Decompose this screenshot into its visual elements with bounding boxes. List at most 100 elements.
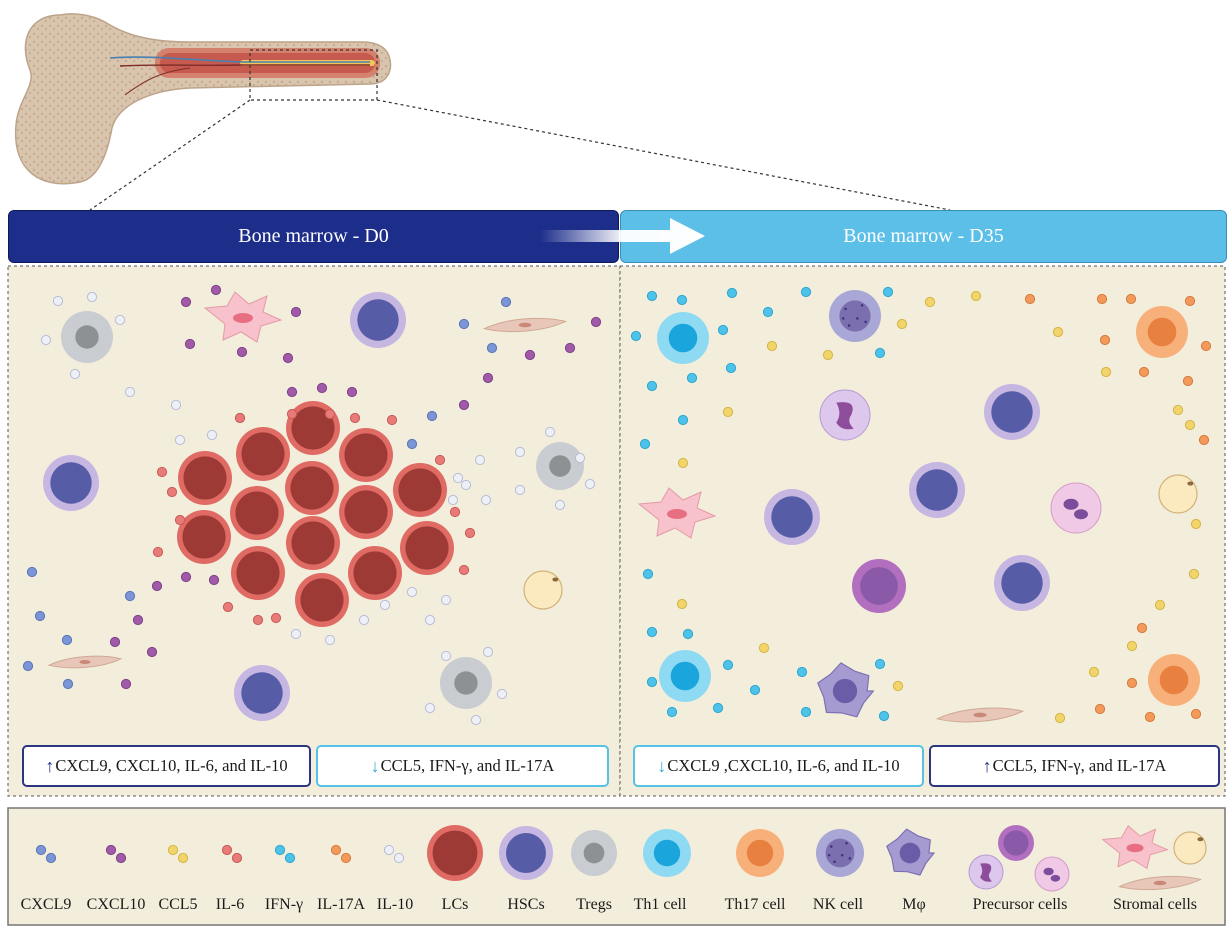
il6-cytokine bbox=[349, 412, 361, 424]
adipocyte-cell bbox=[1173, 831, 1207, 865]
hsc-cell bbox=[994, 555, 1050, 611]
il6-cytokine bbox=[270, 612, 282, 624]
adipocyte-cell bbox=[523, 570, 563, 610]
cxcl9-cytokine bbox=[426, 410, 438, 422]
il6-cytokine bbox=[234, 412, 246, 424]
ccl5-cytokine bbox=[1154, 599, 1166, 611]
il6-cytokine bbox=[464, 527, 476, 539]
zoom-region bbox=[249, 49, 378, 101]
il17a-cytokine bbox=[1184, 295, 1196, 307]
il17a-cytokine bbox=[1096, 293, 1108, 305]
ccl5-cytokine bbox=[1172, 404, 1184, 416]
legend-label-il10: IL-10 bbox=[376, 896, 414, 913]
lc-cell bbox=[178, 451, 232, 505]
cxcl10-cytokine bbox=[524, 349, 536, 361]
ccl5-cytokine bbox=[758, 642, 770, 654]
ccl5-cytokine bbox=[1126, 640, 1138, 652]
ccl5-cytokine bbox=[1188, 568, 1200, 580]
il17a-cytokine bbox=[1024, 293, 1036, 305]
cxcl10-cytokine bbox=[458, 399, 470, 411]
nk-cell bbox=[816, 829, 864, 877]
il10-cytokine bbox=[379, 599, 391, 611]
note-d0-down-text: CCL5, IFN-γ, and IL-17A bbox=[380, 756, 555, 775]
stromal-cell bbox=[203, 291, 283, 343]
ifng-cytokine bbox=[274, 844, 286, 856]
cxcl10-cytokine bbox=[208, 574, 220, 586]
cxcl10-cytokine bbox=[105, 844, 117, 856]
lc-cell bbox=[348, 546, 402, 600]
ccl5-cytokine bbox=[892, 680, 904, 692]
ifng-cytokine bbox=[726, 287, 738, 299]
il10-cytokine bbox=[170, 399, 182, 411]
lc-cell bbox=[177, 510, 231, 564]
nk-cell bbox=[829, 290, 881, 342]
cxcl10-cytokine bbox=[482, 372, 494, 384]
lc-cell bbox=[236, 427, 290, 481]
lc-cell bbox=[231, 546, 285, 600]
il6-cytokine bbox=[252, 614, 264, 626]
hsc-cell bbox=[350, 292, 406, 348]
stromal-cell bbox=[1101, 825, 1169, 870]
lc-cell bbox=[295, 573, 349, 627]
legend-label-lcs: LCs bbox=[441, 896, 469, 913]
legend-label-mphi: Mφ bbox=[902, 896, 926, 913]
il17a-cytokine bbox=[1138, 366, 1150, 378]
up-arrow-icon: ↑ bbox=[982, 755, 992, 776]
il10-cytokine bbox=[440, 650, 452, 662]
il6-cytokine bbox=[434, 454, 446, 466]
ccl5-cytokine bbox=[1052, 326, 1064, 338]
il10-cytokine bbox=[206, 429, 218, 441]
il17a-cytokine bbox=[330, 844, 342, 856]
precursor-cell bbox=[1050, 482, 1102, 534]
legend-label-stromal: Stromal cells bbox=[1113, 896, 1197, 913]
ifng-cytokine bbox=[712, 702, 724, 714]
ccl5-cytokine bbox=[676, 598, 688, 610]
stromal-cell bbox=[47, 655, 123, 669]
ccl5-cytokine bbox=[177, 852, 189, 864]
note-d0-down: ↓CCL5, IFN-γ, and IL-17A bbox=[316, 745, 609, 787]
treg-cell bbox=[61, 311, 113, 363]
cxcl9-cytokine bbox=[35, 844, 47, 856]
il6-cytokine bbox=[386, 414, 398, 426]
ccl5-cytokine bbox=[1184, 419, 1196, 431]
th17-cell bbox=[736, 829, 784, 877]
legend-label-cxcl9: CXCL9 bbox=[20, 896, 72, 913]
cxcl10-cytokine bbox=[210, 284, 222, 296]
il10-cytokine bbox=[290, 628, 302, 640]
cxcl10-cytokine bbox=[236, 346, 248, 358]
il10-cytokine bbox=[584, 478, 596, 490]
lc-cell bbox=[285, 461, 339, 515]
cxcl10-cytokine bbox=[132, 614, 144, 626]
il10-cytokine bbox=[460, 479, 472, 491]
ifng-cytokine bbox=[725, 362, 737, 374]
up-arrow-icon: ↑ bbox=[45, 755, 55, 776]
macrophage-cell bbox=[817, 662, 874, 718]
il10-cytokine bbox=[124, 386, 136, 398]
il10-cytokine bbox=[40, 334, 52, 346]
femur-illustration bbox=[14, 13, 951, 211]
th1-cell bbox=[657, 312, 709, 364]
lc-cell bbox=[427, 825, 483, 881]
il6-cytokine bbox=[221, 844, 233, 856]
cxcl9-cytokine bbox=[62, 678, 74, 690]
il10-cytokine bbox=[358, 614, 370, 626]
precursor-cell bbox=[819, 389, 871, 441]
cxcl9-cytokine bbox=[22, 660, 34, 672]
cxcl10-cytokine bbox=[146, 646, 158, 658]
cxcl10-cytokine bbox=[184, 338, 196, 350]
legend-label-hscs: HSCs bbox=[507, 896, 545, 913]
lc-cell bbox=[286, 401, 340, 455]
il10-cytokine bbox=[480, 494, 492, 506]
cxcl10-cytokine bbox=[590, 316, 602, 328]
banner-d35: Bone marrow - D35 bbox=[620, 210, 1227, 263]
stromal-cell bbox=[637, 487, 717, 539]
il6-cytokine bbox=[286, 408, 298, 420]
note-d35-up-text: CCL5, IFN-γ, and IL-17A bbox=[992, 756, 1167, 775]
note-d0-up: ↑CXCL9, CXCL10, IL-6, and IL-10 bbox=[22, 745, 311, 787]
ifng-cytokine bbox=[722, 659, 734, 671]
il17a-cytokine bbox=[1094, 703, 1106, 715]
cxcl9-cytokine bbox=[500, 296, 512, 308]
cxcl10-cytokine bbox=[282, 352, 294, 364]
cxcl10-cytokine bbox=[286, 386, 298, 398]
